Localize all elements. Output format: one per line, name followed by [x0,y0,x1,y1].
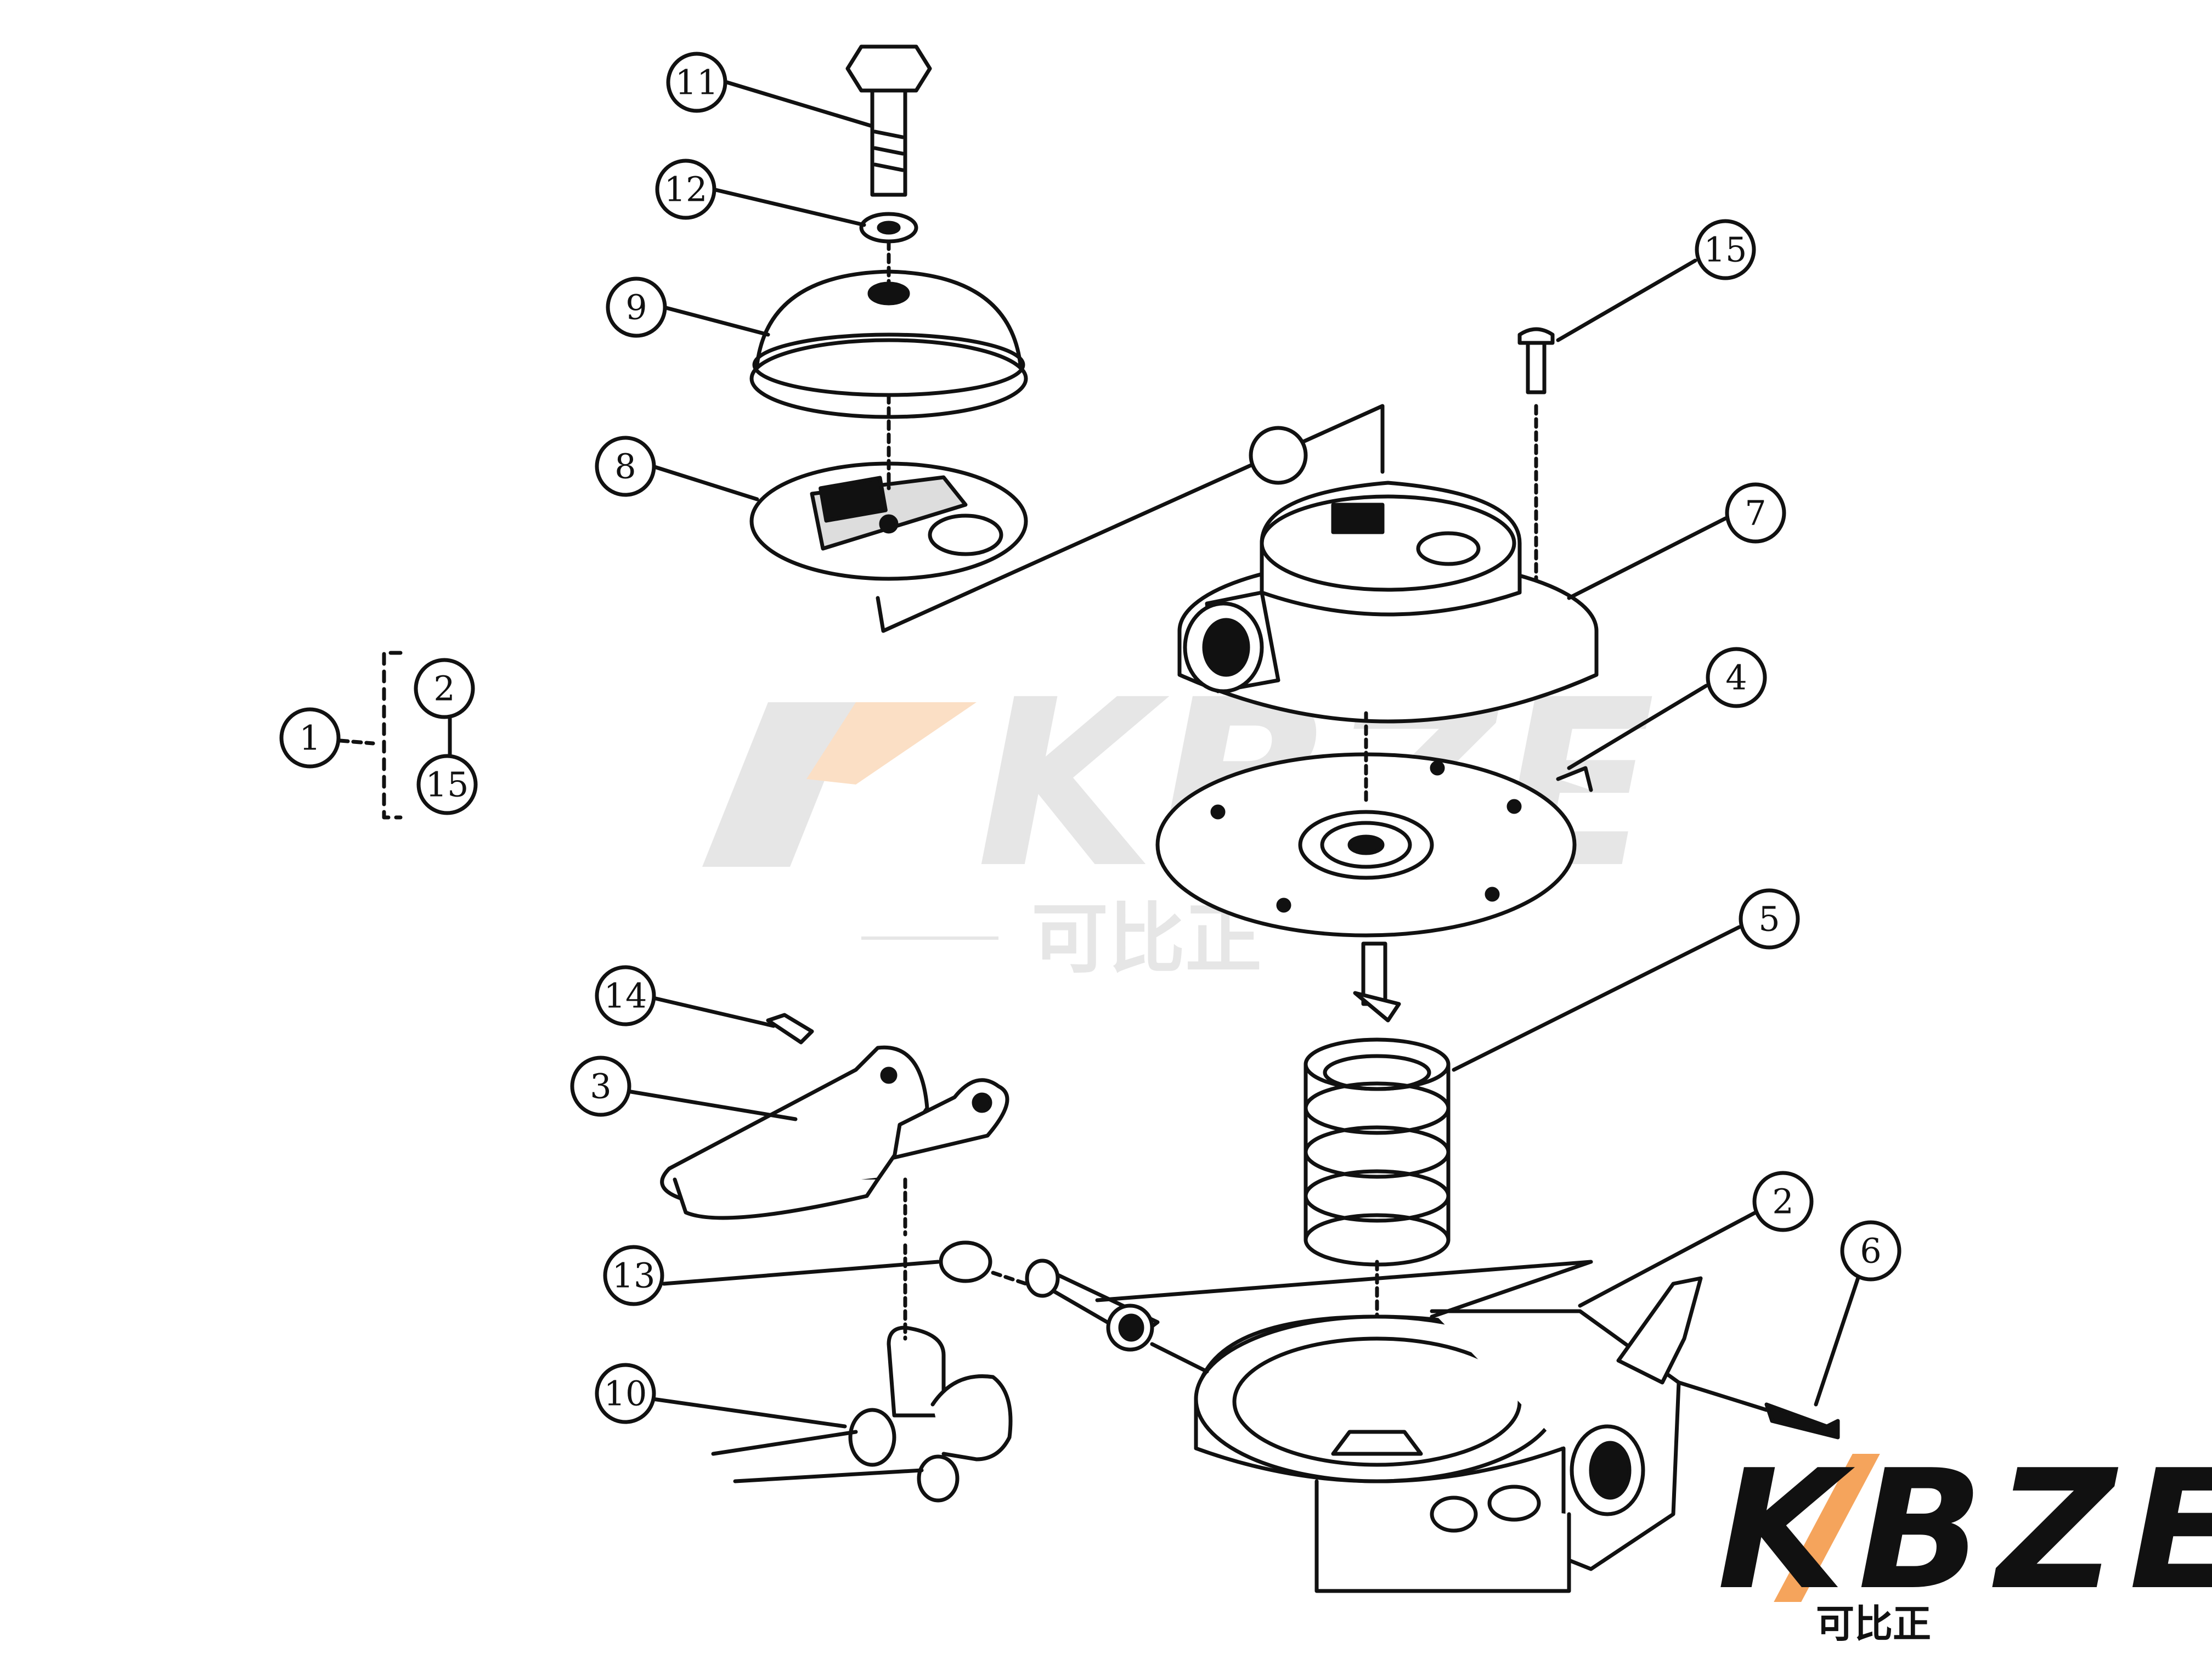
callout-circle-6 [1840,1220,1901,1282]
lever-part-3 [660,1045,1009,1220]
callout-5: 5 [1758,899,1780,939]
screw-part-15 [1517,327,1555,394]
callout-14: 14 [604,976,647,1016]
seal-ring-part-13 [939,1240,992,1283]
callout-circle-10 [595,1363,656,1424]
callout-6: 6 [1860,1231,1881,1271]
callout-4: 4 [1725,658,1747,698]
bolt-part-11 [845,44,932,197]
lower-body-part-2 [1194,1276,1703,1593]
callout-2: 2 [1772,1182,1793,1222]
callout-9: 9 [625,287,647,328]
callout-8: 8 [614,447,636,487]
callout-circle-15b [416,754,478,815]
screw-part-14 [766,1013,814,1045]
screen-disc-part-8 [749,461,1028,581]
logo-brand-text: KBZE [1717,1435,2212,1626]
callout-12: 12 [664,170,708,210]
callout-15b: 15 [426,765,469,805]
callout-10: 10 [604,1374,647,1414]
callout-3: 3 [590,1066,611,1107]
callout-13: 13 [612,1256,656,1296]
pin-part-6 [1764,1402,1840,1440]
callout-circle-4 [1706,647,1767,708]
upper-body-part-7 [1177,426,1599,724]
callout-7: 7 [1745,493,1766,533]
callout-circle-15a [1695,219,1756,280]
spring-part-5 [1304,1037,1451,1267]
logo-subtitle-text: 可比正 [1816,1601,1931,1646]
shaft-sleeve [1025,1259,1160,1352]
callout-15a: 15 [1704,230,1747,270]
callout-circle-7 [1725,482,1786,544]
callout-circle-9 [606,276,667,338]
callout-circle-8 [595,436,656,497]
callout-circle-14 [595,965,656,1026]
callout-circle-11 [666,52,727,113]
callout-circle-12 [655,159,716,220]
callout-circle-2b [414,658,475,719]
callout-circle-3 [570,1056,631,1117]
callout-2b: 2 [433,669,455,709]
callout-circle-5 [1739,888,1800,950]
callout-1: 1 [299,718,320,758]
pull-rod [1353,941,1401,1023]
callout-11: 11 [675,63,719,103]
spring-clip-part-10 [711,1325,1013,1503]
callout-circle-2 [1752,1171,1814,1232]
brand-logo: KBZE 可比正 [1706,1435,2212,1651]
callout-circle-13 [603,1245,664,1306]
callout-circle-1 [279,707,341,769]
